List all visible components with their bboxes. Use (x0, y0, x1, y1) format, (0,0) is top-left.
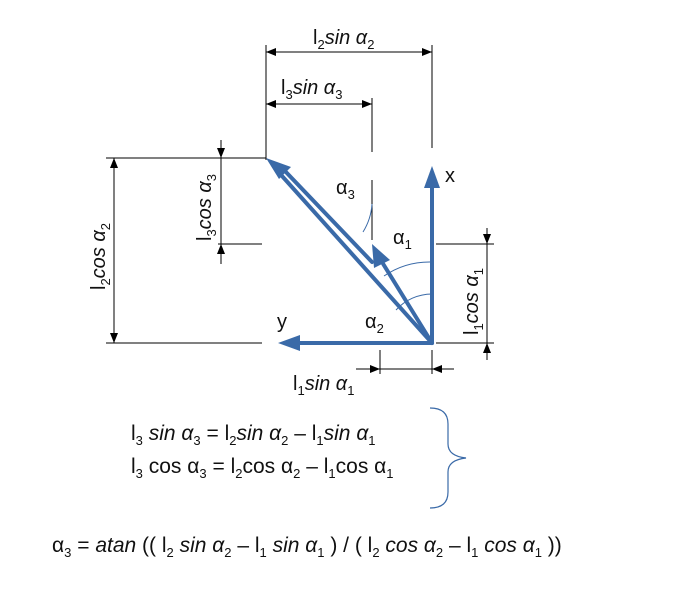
equation-cos: l3 cos α3 = l2cos α2 – l1cos α1 (131, 455, 394, 481)
vector-l2-l3-arrowhead (266, 158, 291, 179)
arrow-tip (266, 100, 276, 108)
label-l1-sin-a1: l1sin α1 (293, 373, 354, 398)
label-axis-x: x (445, 165, 455, 187)
vector-l2-line (280, 174, 434, 345)
axis-y-arrowhead (278, 335, 300, 351)
label-l2-sin-a2: l2sin α2 (313, 27, 374, 52)
label-l1-cos-a1: l1cos α1 (461, 268, 486, 335)
arrow-tip (217, 244, 225, 254)
label-alpha1: α1 (393, 227, 412, 252)
label-l3-cos-a3: l3cos α3 (194, 174, 219, 241)
arrow-tip (483, 234, 491, 244)
vector-l3-line (282, 168, 374, 264)
equation-atan: α3 = atan (( l2 sin α2 – l1 sin α1 ) / (… (52, 534, 562, 560)
label-l2-cos-a2: l2cos α2 (88, 223, 113, 290)
arrow-tip (370, 365, 380, 373)
arrow-tip (422, 48, 432, 56)
curly-brace (429, 407, 467, 509)
label-l3-sin-a3: l3sin α3 (281, 77, 342, 102)
arrow-tip (483, 343, 491, 353)
arrow-tip (266, 48, 276, 56)
arrow-tip (432, 365, 442, 373)
vector-l1-arrowhead (372, 244, 390, 268)
arrow-tip (217, 148, 225, 158)
label-alpha2: α2 (365, 311, 384, 336)
axis-x-arrowhead (424, 166, 440, 188)
arrow-tip (110, 158, 118, 168)
vector-l1-line (380, 260, 434, 345)
equation-sin: l3 sin α3 = l2sin α2 – l1sin α1 (131, 422, 376, 448)
arrow-tip (110, 333, 118, 343)
angle-arc-alpha3 (362, 203, 373, 233)
arrow-tip (362, 100, 372, 108)
label-alpha3: α3 (336, 177, 355, 202)
label-axis-y: y (277, 311, 287, 333)
